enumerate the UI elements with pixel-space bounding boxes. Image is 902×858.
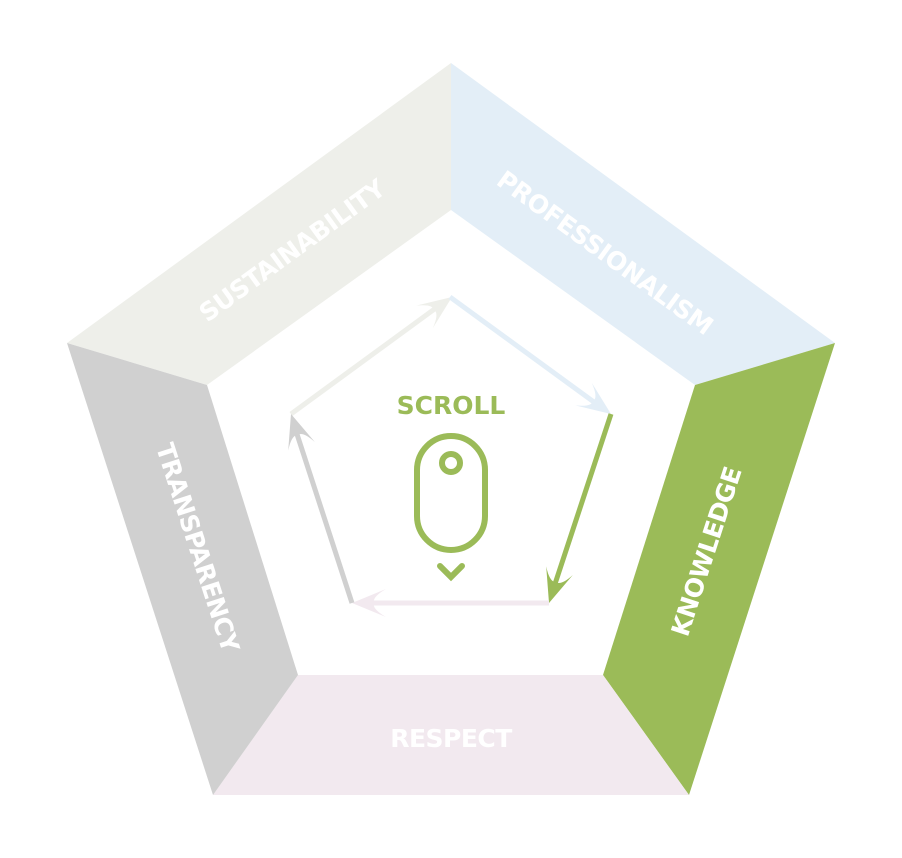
cycle-arrow-sustainability (289, 285, 461, 417)
chevron-down-icon[interactable] (437, 563, 465, 582)
segment-professionalism (451, 63, 835, 385)
mouse-scroll-icon[interactable] (414, 433, 488, 553)
cycle-arrow-respect (352, 589, 549, 617)
segment-sustainability (67, 63, 451, 385)
cycle-arrow-professionalism (448, 294, 620, 426)
scroll-title: SCROLL (397, 391, 506, 420)
segment-respect (213, 675, 689, 795)
segment-transparency (67, 343, 298, 795)
cycle-arrow-knowledge (535, 413, 614, 608)
cycle-arrow-transparency (277, 409, 355, 604)
label-respect: RESPECT (390, 724, 512, 753)
segment-knowledge (603, 343, 835, 795)
